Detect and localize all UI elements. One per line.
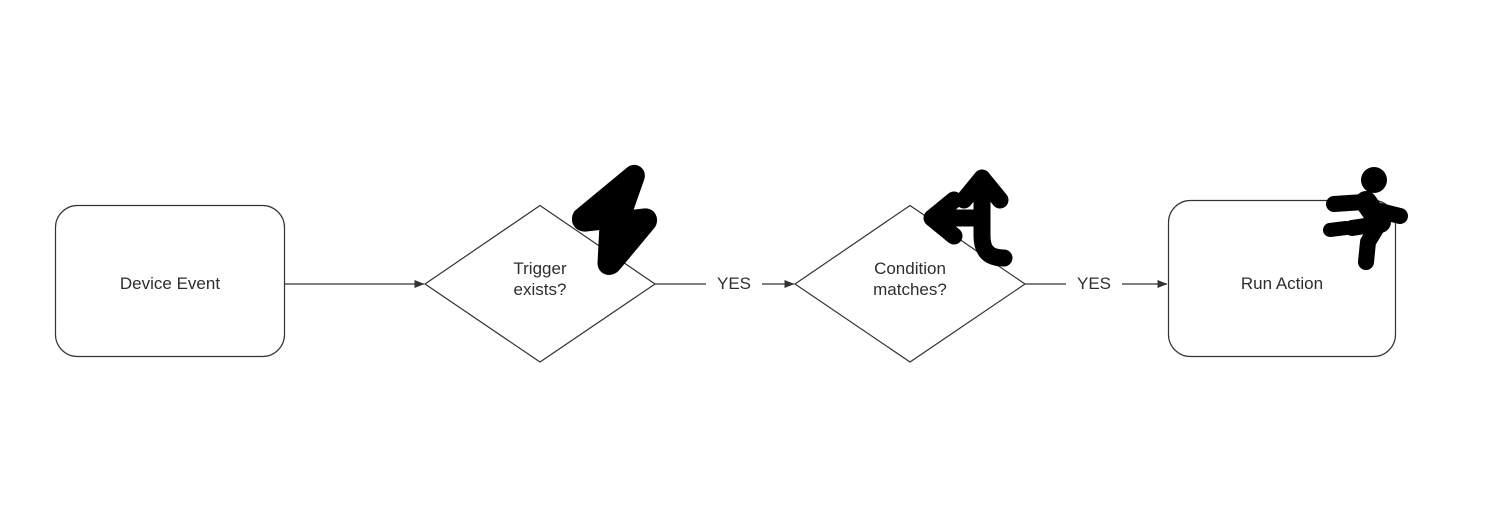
edge-label-yes-2: YES <box>1076 274 1112 293</box>
branch-arrow-icon <box>923 169 1013 267</box>
running-person-icon <box>1323 167 1408 270</box>
edge-label-yes-1: YES <box>716 274 752 293</box>
lightning-bolt-icon <box>571 164 658 275</box>
node-run-action[interactable] <box>1167 199 1397 358</box>
node-device-event[interactable] <box>54 204 286 358</box>
